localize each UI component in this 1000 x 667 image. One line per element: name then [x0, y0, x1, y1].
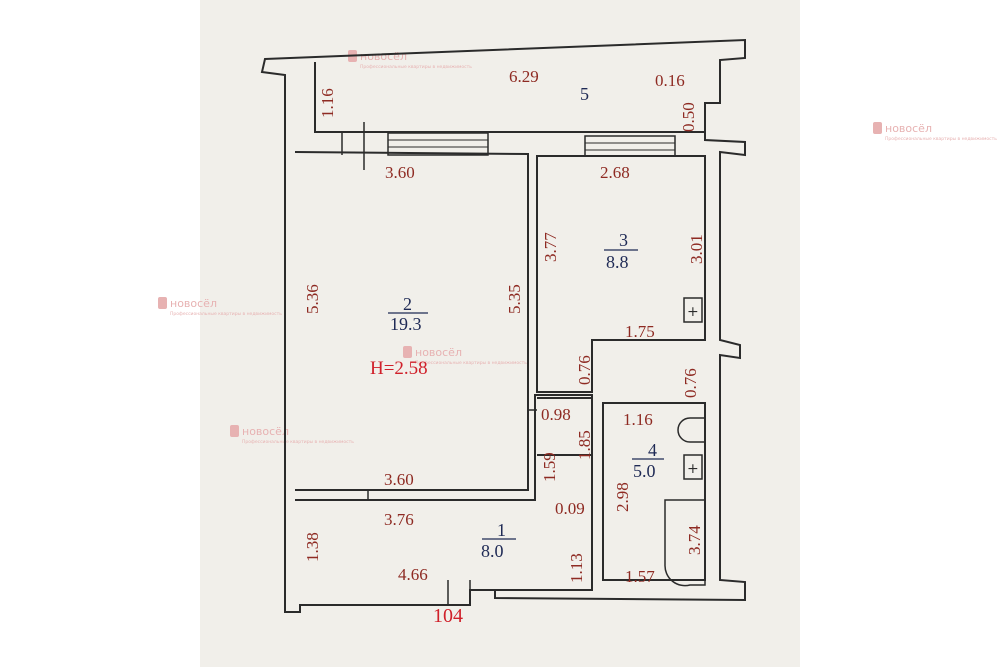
room-2-number: 2: [403, 294, 412, 314]
dim-bath-left: 2.98: [613, 482, 632, 512]
room3-wall: [536, 155, 706, 393]
watermark-brand: новосёл: [885, 122, 932, 135]
dim-hall-left: 1.38: [303, 532, 322, 562]
dim-closet-left: 1.59: [540, 452, 559, 482]
dim-hall-top: 3.76: [384, 510, 414, 529]
watermark-brand: новосёл: [170, 297, 217, 310]
dim-balcony-length: 6.29: [509, 67, 539, 86]
watermark-tagline: Профессиональные квартиры в недвижимость: [170, 311, 282, 317]
dim-bath-tub-side: 3.74: [685, 525, 704, 555]
dim-balcony-depth: 1.16: [318, 88, 337, 118]
room-4-area: 5.0: [633, 461, 656, 481]
dim-room3-left: 3.77: [541, 232, 560, 262]
watermark-logo-left: новосёл Профессиональные квартиры в недв…: [158, 297, 282, 317]
dim-bath-top: 1.16: [623, 410, 653, 429]
room-2-area: 19.3: [390, 314, 422, 334]
watermark-brand: новосёл: [242, 425, 289, 438]
dim-hall-gap: 0.09: [555, 499, 585, 518]
watermark-logo-lower: новосёл Профессиональные квартиры в недв…: [230, 425, 354, 445]
window-room3: [584, 135, 676, 157]
watermark-tagline: Профессиональные квартиры в недвижимость: [360, 64, 472, 70]
watermark-brand: новосёл: [360, 50, 407, 63]
dim-balcony-end: 0.16: [655, 71, 685, 90]
balcony-inner-wall: [314, 62, 705, 133]
watermark-tagline: Профессиональные квартиры в недвижимость: [415, 360, 527, 366]
dim-room2-right: 5.35: [505, 284, 524, 314]
dim-room3-top: 2.68: [600, 163, 630, 182]
hall-wall: [295, 394, 593, 591]
svg-text:+: +: [687, 461, 699, 477]
kitchen-stove: [683, 297, 703, 323]
toilet: [677, 417, 705, 443]
flat-number: 104: [433, 605, 463, 627]
room-3-area: 8.8: [606, 252, 629, 272]
dim-room2-left: 5.36: [303, 284, 322, 314]
window-room2: [387, 132, 489, 156]
dim-closet-width: 0.98: [541, 405, 571, 424]
room-5-number: 5: [580, 84, 589, 104]
watermark-tagline: Профессиональные квартиры в недвижимость: [885, 136, 997, 142]
closet-wall: [537, 397, 592, 456]
bathroom-sink: [683, 454, 703, 480]
dim-bath-notch: 0.76: [681, 368, 700, 398]
watermark-tagline: Профессиональные квартиры в недвижимость: [242, 439, 354, 445]
outer-wall: [260, 38, 746, 613]
dim-bath-bottom: 1.57: [625, 567, 655, 586]
dim-room2-bottom: 3.60: [384, 470, 414, 489]
watermark-logo-right: новосёл Профессиональные квартиры в недв…: [873, 122, 997, 142]
watermark-logo-center: новосёл Профессиональные квартиры в недв…: [403, 346, 527, 366]
room-4-number: 4: [648, 440, 657, 460]
room-1-area: 8.0: [481, 541, 504, 561]
ceiling-height-label: H=2.58: [370, 358, 428, 379]
inner-wall-upper: [294, 151, 529, 491]
dim-room2-top: 3.60: [385, 163, 415, 182]
walls: + +: [260, 38, 746, 613]
dim-room3-right: 3.01: [687, 234, 706, 264]
plan-sheet: [200, 0, 800, 667]
bathtub: [664, 499, 706, 587]
dim-hall-bottom: 4.66: [398, 565, 428, 584]
dim-room3-notch: 0.76: [575, 355, 594, 385]
room-1-number: 1: [497, 520, 506, 540]
dim-balcony-side: 0.50: [679, 102, 698, 132]
watermark-brand: новосёл: [415, 346, 462, 359]
dimension-labels: 6.29 0.16 3.60 2.68 1.75 0.98 1.16 3.60 …: [303, 67, 706, 586]
room-labels: 5 2 19.3 3 8.8 4 5.0 1 8.0 H=2.58 104: [370, 84, 664, 627]
dim-closet-height: 1.85: [575, 430, 594, 460]
room-3-number: 3: [619, 230, 628, 250]
dim-hall-right: 1.13: [567, 553, 586, 583]
svg-text:+: +: [687, 304, 699, 320]
dim-room3-bottom: 1.75: [625, 322, 655, 341]
